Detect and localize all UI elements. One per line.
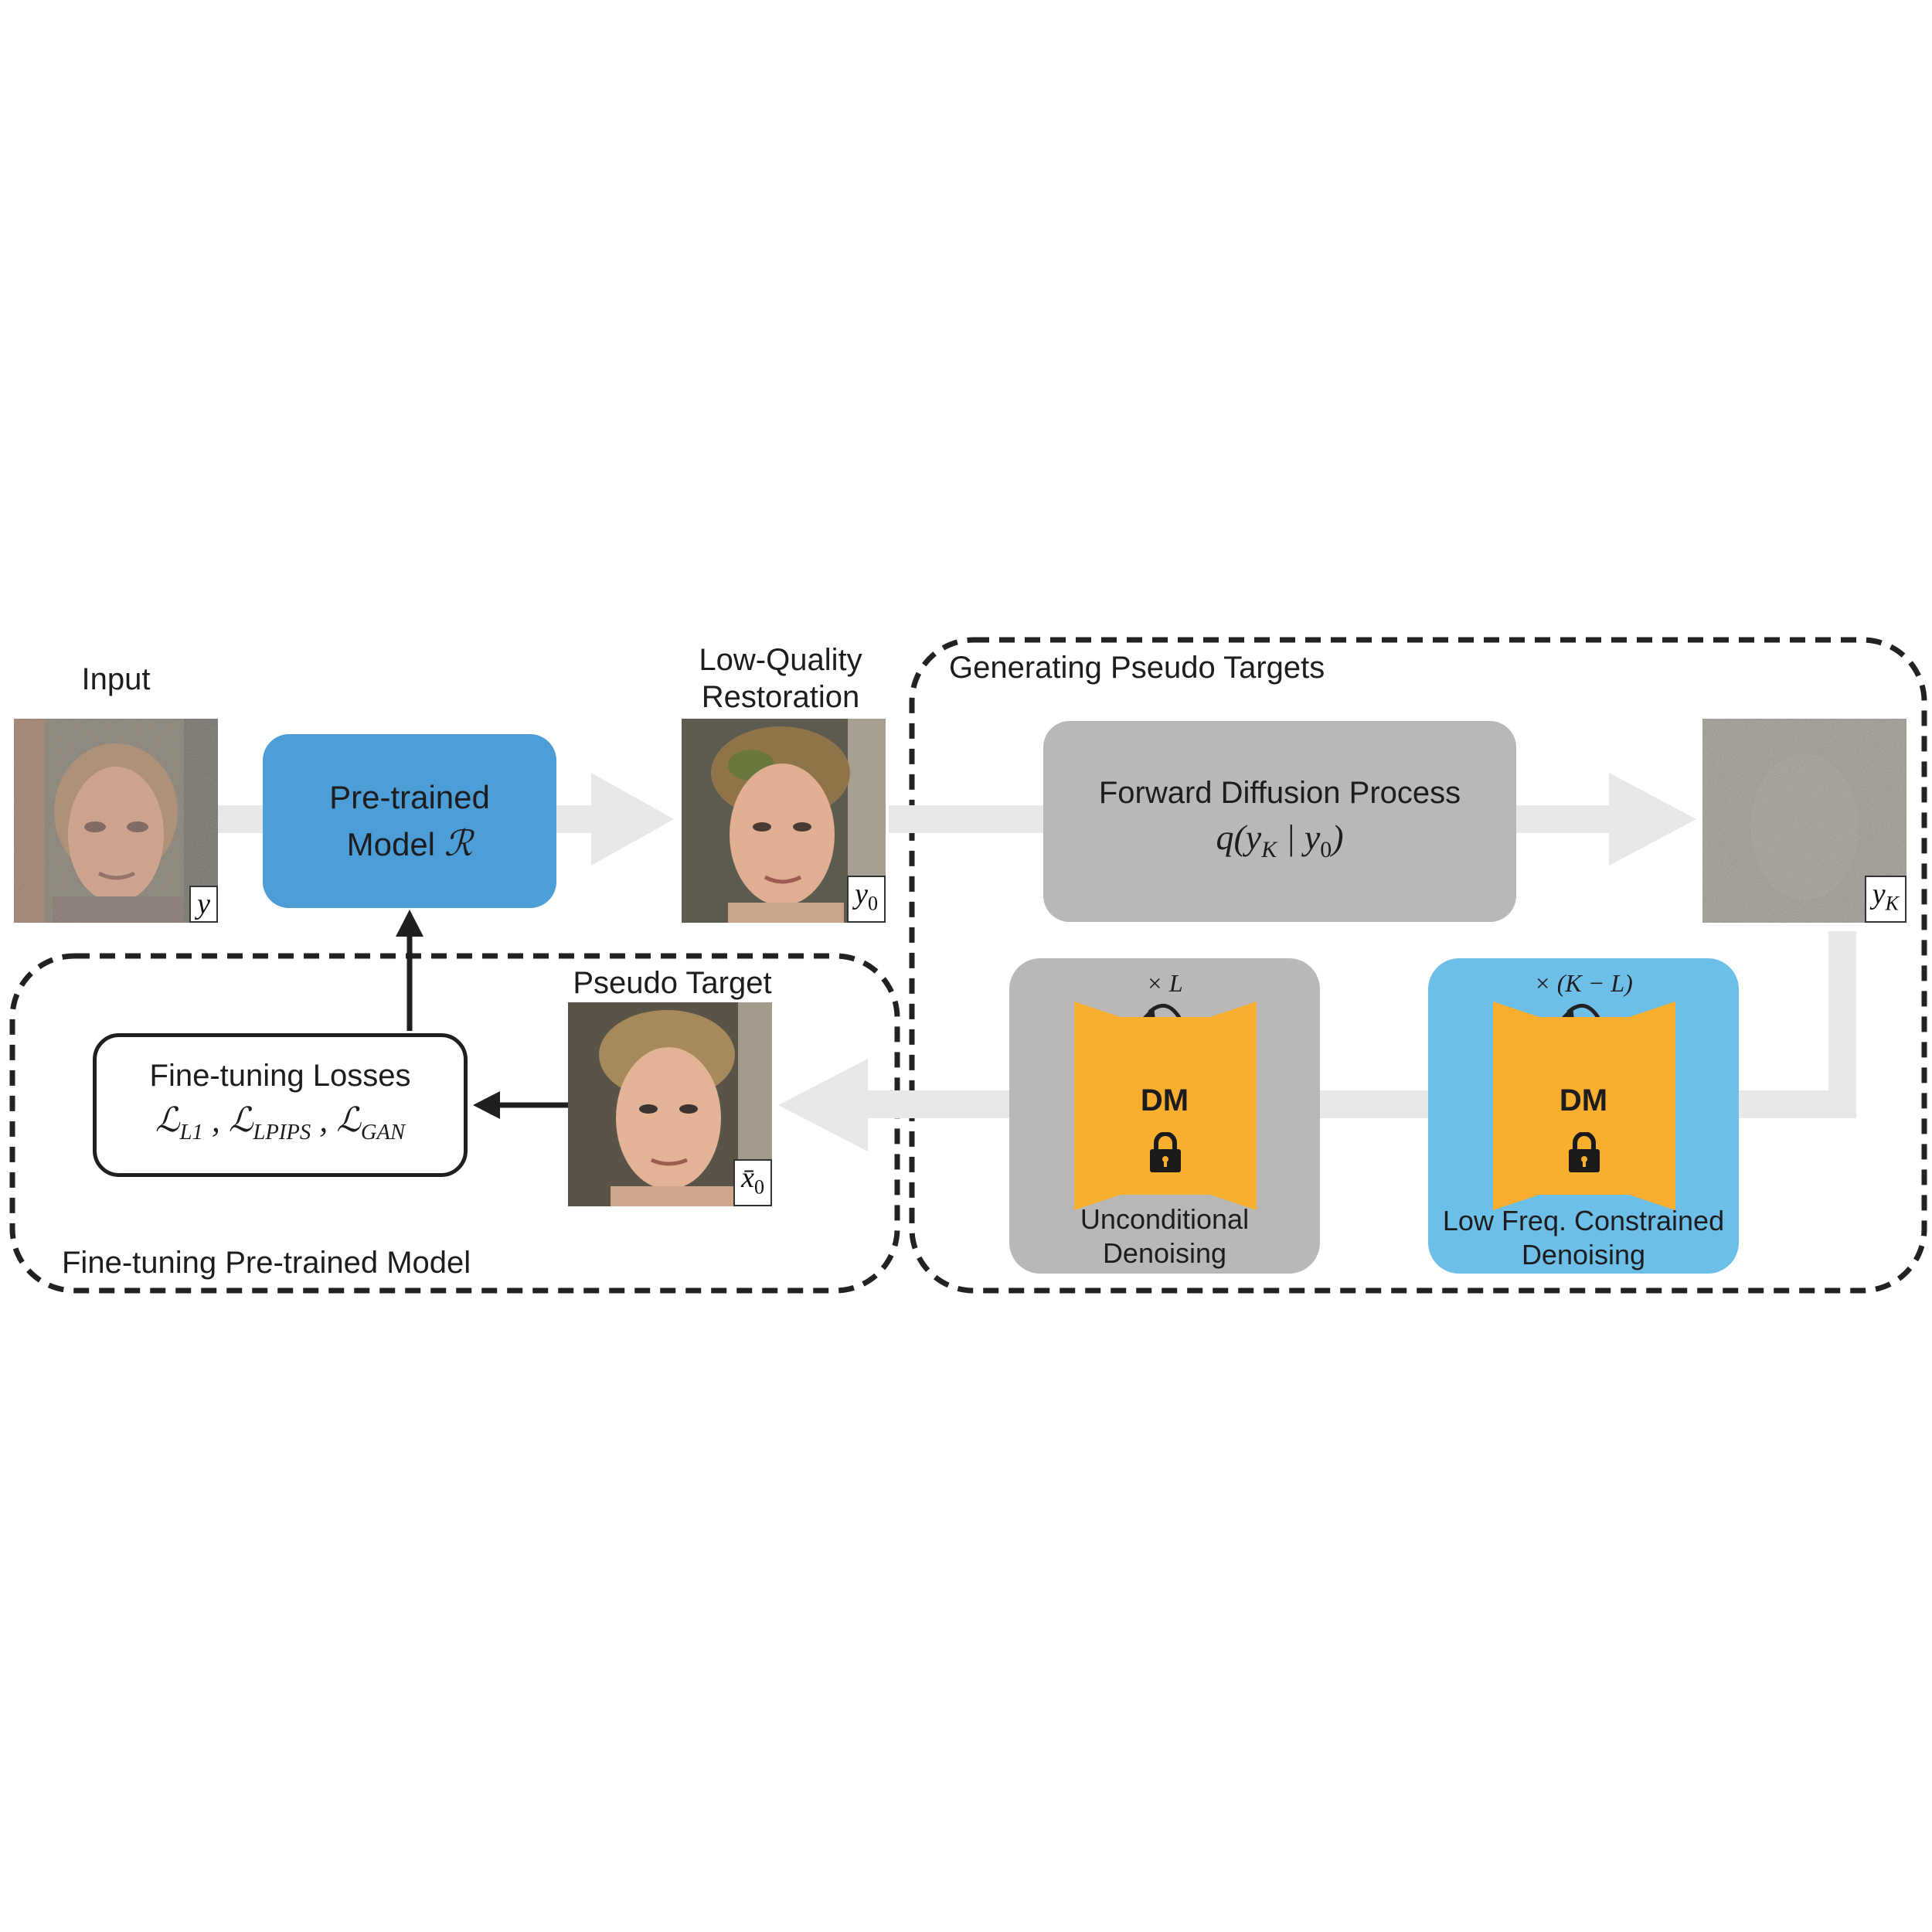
forward-diffusion-box: Forward Diffusion Process q(yK | y0) [1043, 721, 1516, 922]
lock-icon [1150, 1132, 1181, 1172]
uncond-label-line2: Denoising [1102, 1237, 1227, 1269]
lq-restoration-label-line2: Restoration [701, 680, 860, 714]
tag-yk: yK [1864, 876, 1906, 923]
lowfreq-dm-label: DM [1559, 1083, 1608, 1117]
lowfreq-denoising-box: × (K − L) DM Low Freq. Constrained Denoi… [1428, 958, 1739, 1274]
tag-y: y [189, 886, 218, 923]
unconditional-denoising-box: × L DM Unconditional Denoising [1009, 958, 1320, 1274]
pretrained-model-box: Pre-trained Model ℛ [263, 734, 556, 908]
uncond-label-line1: Unconditional [1080, 1203, 1250, 1235]
lowfreq-label-line2: Denoising [1521, 1239, 1646, 1270]
tag-x0-bar: x̄0 [733, 1159, 772, 1206]
pseudo-target-label: Pseudo Target [573, 966, 772, 1000]
pseudo-target-image: x̄0 [568, 1002, 772, 1206]
dm-hourglass-shape [1493, 1002, 1675, 1210]
lock-icon [1569, 1132, 1600, 1172]
tag-y0: y0 [847, 876, 886, 923]
gen-section-title: Generating Pseudo Targets [949, 651, 1325, 685]
noisy-yk-image: yK [1702, 719, 1906, 923]
input-label: Input [81, 662, 151, 696]
forward-diffusion-title: Forward Diffusion Process [1098, 775, 1461, 810]
losses-formula: ℒL1 , ℒLPIPS , ℒGAN [155, 1101, 406, 1145]
uncond-repeat-label: × L [1146, 969, 1183, 997]
uncond-dm-label: DM [1140, 1083, 1189, 1117]
gen-section-border [909, 637, 1927, 1294]
lq-restoration-image: y0 [682, 719, 886, 923]
lowfreq-label-line1: Low Freq. Constrained [1442, 1205, 1725, 1236]
ft-section-title: Fine-tuning Pre-trained Model [62, 1246, 471, 1280]
input-image: y [14, 719, 218, 923]
ft-section-border [9, 953, 900, 1294]
black-arrows [396, 910, 568, 1119]
pretrained-line2: Model ℛ [346, 824, 473, 863]
lq-restoration-label-line1: Low-Quality [699, 643, 862, 677]
lowfreq-repeat-label: × (K − L) [1534, 969, 1633, 997]
face-photo [14, 719, 218, 923]
finetuning-losses-box: Fine-tuning Losses ℒL1 , ℒLPIPS , ℒGAN [93, 1033, 468, 1177]
dm-hourglass-shape [1074, 1002, 1257, 1210]
losses-title: Fine-tuning Losses [149, 1059, 411, 1094]
pretrained-line1: Pre-trained [329, 779, 490, 815]
forward-diffusion-formula: q(yK | y0) [1216, 817, 1344, 863]
flow-arrows [218, 773, 1856, 1151]
